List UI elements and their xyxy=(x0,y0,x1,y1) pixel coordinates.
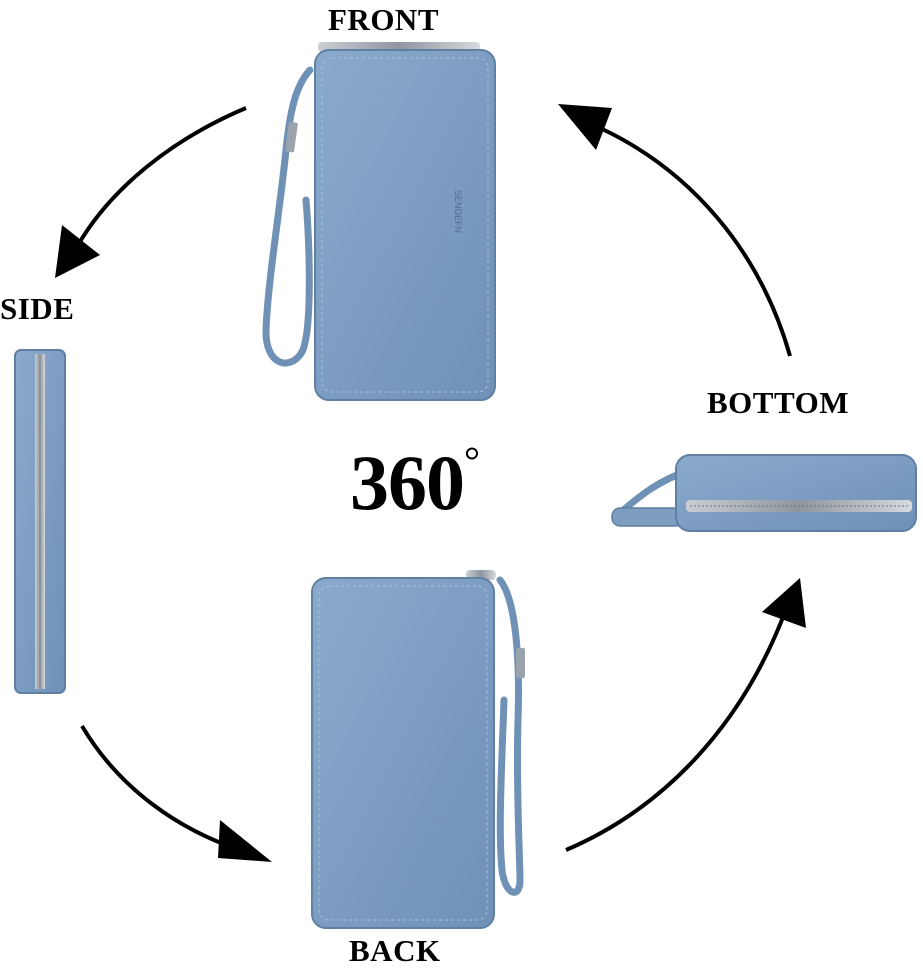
rotation-value: 360 xyxy=(350,439,465,526)
front-label: FRONT xyxy=(328,2,439,37)
svg-text:SENDEFN: SENDEFN xyxy=(453,190,463,233)
wallet-side-image xyxy=(14,349,66,694)
wallet-back-image xyxy=(311,570,525,929)
degree-symbol: ° xyxy=(464,438,480,483)
arrow-side-to-back xyxy=(80,724,272,862)
wallet-front-image: SENDEFN xyxy=(262,42,496,401)
arrow-bottom-to-front xyxy=(558,104,792,357)
arrow-back-to-bottom xyxy=(565,578,806,852)
rotation-degrees: 360° xyxy=(350,438,480,528)
back-label: BACK xyxy=(349,933,441,968)
bottom-label: BOTTOM xyxy=(707,385,849,420)
wallet-bottom-image xyxy=(611,454,917,532)
side-label: SIDE xyxy=(0,291,75,326)
arrow-front-to-side xyxy=(55,106,247,278)
